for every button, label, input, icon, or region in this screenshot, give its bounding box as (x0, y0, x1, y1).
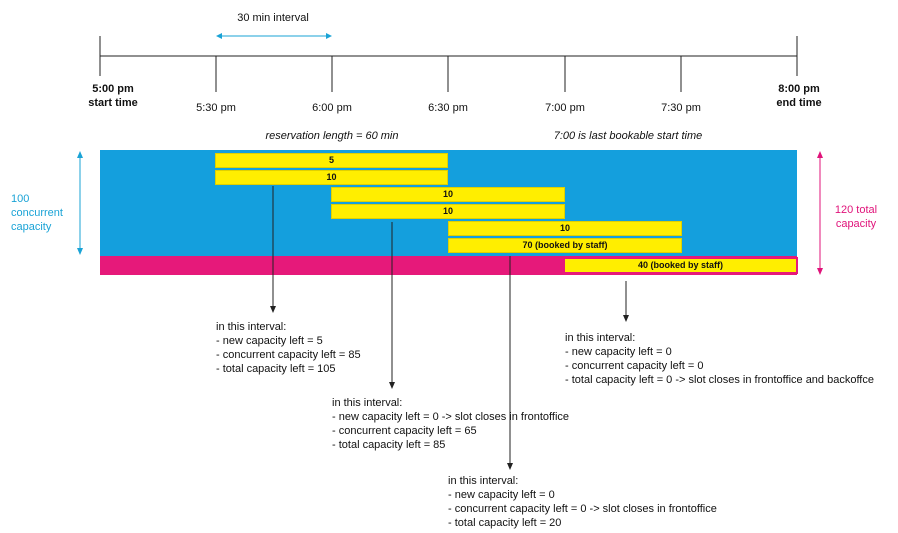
start-time-label: 5:00 pm start time (88, 82, 138, 110)
note-line: - total capacity left = 20 (448, 517, 562, 529)
note-line: in this interval: (448, 475, 519, 487)
total-capacity-arrow (817, 151, 823, 275)
note-line: in this interval: (216, 321, 287, 333)
reservation-bar: 70 (booked by staff) (448, 238, 682, 253)
start-time: 5:00 pm (92, 83, 134, 95)
interval-note: in this interval: - new capacity left = … (448, 474, 717, 530)
total-capacity-value: 120 total (834, 204, 878, 216)
note-line: - total capacity left = 105 (216, 363, 336, 375)
last-bookable-annotation: 7:00 is last bookable start time (553, 130, 703, 142)
total-capacity-label: 120 total capacity (835, 203, 877, 231)
note-line: - new capacity left = 0 (448, 489, 555, 501)
note-pointer-arrow (623, 281, 629, 322)
tick-label: 7:00 pm (545, 102, 585, 114)
tick-label: 5:30 pm (196, 102, 236, 114)
end-time: 8:00 pm (778, 83, 820, 95)
start-time-caption: start time (88, 97, 138, 109)
interval-arrow (216, 33, 332, 39)
interval-note: in this interval: - new capacity left = … (565, 331, 874, 387)
note-line: - new capacity left = 5 (216, 335, 323, 347)
tick-label: 6:00 pm (312, 102, 352, 114)
note-pointer-arrow (507, 256, 513, 470)
total-capacity-text: capacity (835, 218, 877, 230)
concurrent-capacity-text: concurrent (11, 207, 63, 219)
note-line: - concurrent capacity left = 0 (565, 360, 704, 372)
tick-label: 7:30 pm (661, 102, 701, 114)
concurrent-capacity-label: 100 concurrent capacity (11, 192, 63, 234)
note-pointer-arrow (389, 222, 395, 389)
note-line: - new capacity left = 0 -> slot closes i… (332, 411, 570, 423)
reservation-bar: 10 (331, 204, 565, 219)
note-pointer-arrow (270, 186, 276, 313)
note-line: - concurrent capacity left = 0 -> slot c… (448, 503, 717, 515)
reservation-bar: 10 (448, 221, 682, 236)
reservation-bar: 5 (215, 153, 448, 168)
reservation-bar: 10 (331, 187, 565, 202)
concurrent-capacity-arrow (77, 151, 83, 255)
end-time-label: 8:00 pm end time (776, 82, 821, 110)
concurrent-capacity-value: 100 (11, 193, 30, 205)
note-line: in this interval: (332, 397, 403, 409)
note-line: - concurrent capacity left = 85 (216, 349, 361, 361)
concurrent-capacity-text: capacity (11, 221, 52, 233)
note-line: in this interval: (565, 332, 636, 344)
interval-label: 30 min interval (237, 12, 309, 24)
interval-note: in this interval: - new capacity left = … (332, 396, 569, 452)
note-line: - total capacity left = 85 (332, 439, 446, 451)
end-time-caption: end time (776, 97, 822, 109)
note-line: - total capacity left = 0 -> slot closes… (565, 374, 874, 386)
note-line: - new capacity left = 0 (565, 346, 672, 358)
reservation-length-annotation: reservation length = 60 min (265, 130, 399, 142)
note-line: - concurrent capacity left = 65 (332, 425, 477, 437)
staff-reservation-bar: 40 (booked by staff) (563, 257, 798, 274)
reservation-bar: 10 (215, 170, 448, 185)
tick-label: 6:30 pm (428, 102, 468, 114)
interval-note: in this interval: - new capacity left = … (216, 320, 361, 376)
